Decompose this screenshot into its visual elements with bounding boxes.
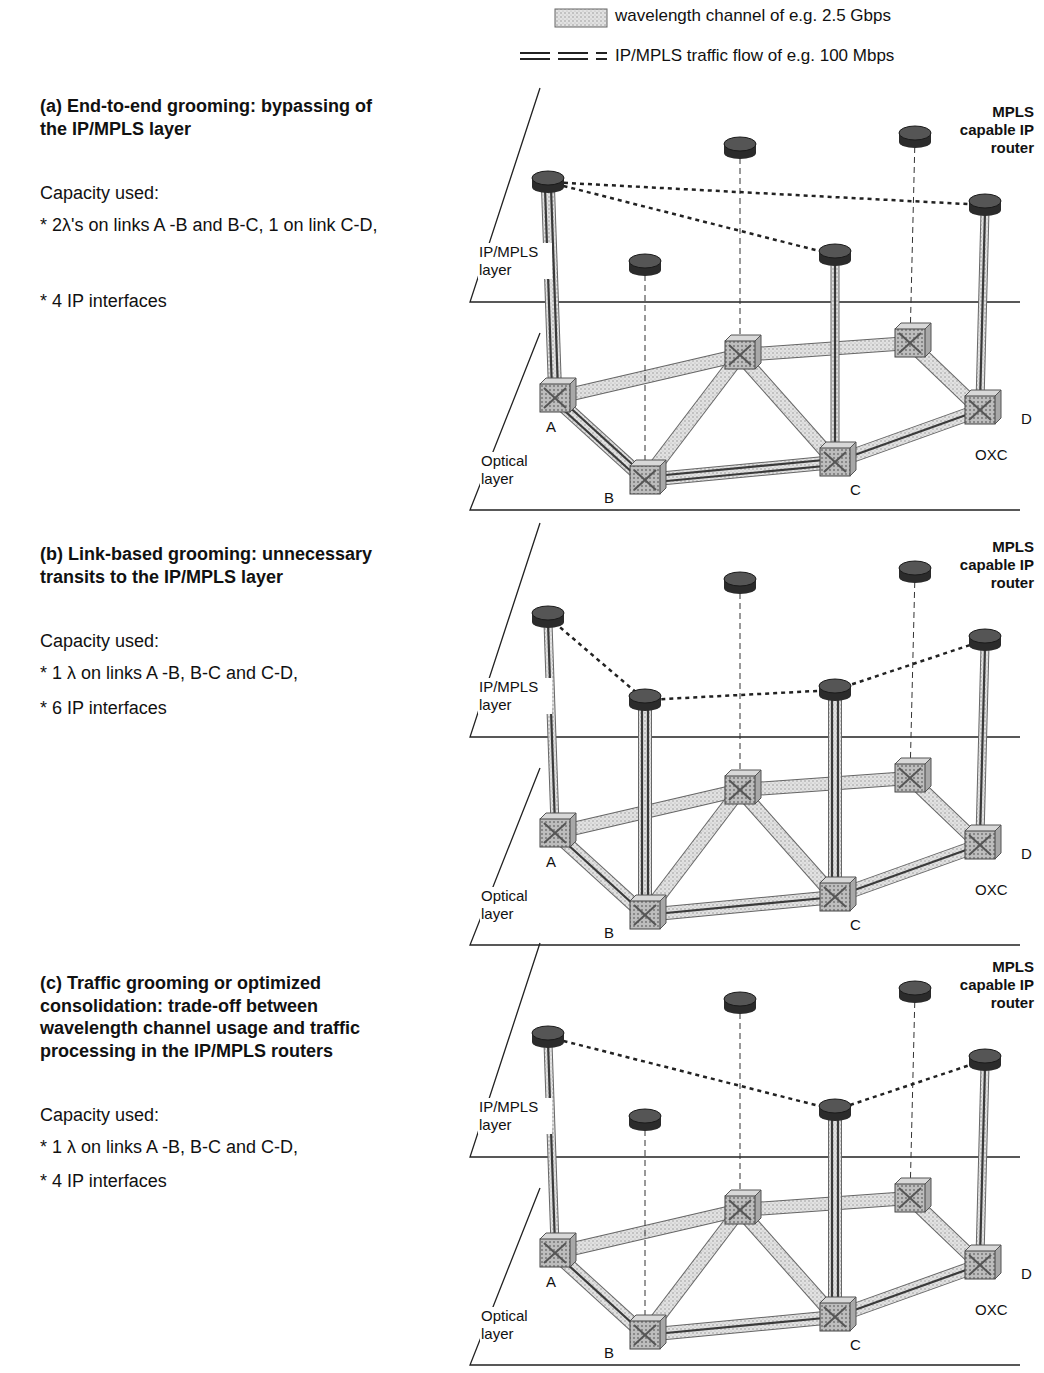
capacity-item: * 1 λ on links A -B, B-C and C-D, xyxy=(40,1136,390,1159)
traffic-sample xyxy=(520,52,607,54)
legend-samples xyxy=(520,9,607,59)
layer-label: IP/MPLS layer xyxy=(478,1098,552,1134)
node-letter: B xyxy=(603,489,615,507)
node-letter: D xyxy=(1020,845,1033,863)
panel-heading: (b) Link-based grooming: unnecessary tra… xyxy=(40,543,390,588)
legend-text: wavelength channel of e.g. 2.5 Gbps xyxy=(615,6,891,26)
node-letter: D xyxy=(1020,410,1033,428)
oxc-label: OXC xyxy=(974,446,1009,464)
node-letter: C xyxy=(849,481,862,499)
capacity-item: * 4 IP interfaces xyxy=(40,1170,390,1193)
layer-label: Optical layer xyxy=(480,887,546,923)
oxc-label: OXC xyxy=(974,881,1009,899)
capacity-item: * 1 λ on links A -B, B-C and C-D, xyxy=(40,662,390,685)
capacity-heading: Capacity used: xyxy=(40,182,390,205)
node-letter: C xyxy=(849,1336,862,1354)
layer-label: IP/MPLS layer xyxy=(478,678,552,714)
legend-text: IP/MPLS traffic flow of e.g. 100 Mbps xyxy=(615,46,894,66)
node-letter: A xyxy=(545,853,557,871)
node-letter: A xyxy=(545,418,557,436)
layer-label: Optical layer xyxy=(480,1307,546,1343)
capacity-item: * 6 IP interfaces xyxy=(40,697,390,720)
panel-heading: (c) Traffic grooming or optimized consol… xyxy=(40,972,390,1062)
wavelength-sample xyxy=(555,9,607,27)
node-letter: C xyxy=(849,916,862,934)
router-label: MPLS capable IP router xyxy=(933,103,1035,157)
capacity-heading: Capacity used: xyxy=(40,630,390,653)
traffic-sample xyxy=(520,58,607,60)
layer-label: Optical layer xyxy=(480,452,546,488)
router-label: MPLS capable IP router xyxy=(933,538,1035,592)
panel-heading: (a) End-to-end grooming: bypassing of th… xyxy=(40,95,390,140)
oxc-label: OXC xyxy=(974,1301,1009,1319)
node-letter: B xyxy=(603,1344,615,1362)
capacity-heading: Capacity used: xyxy=(40,1104,390,1127)
node-letter: A xyxy=(545,1273,557,1291)
router-label: MPLS capable IP router xyxy=(933,958,1035,1012)
layer-label: IP/MPLS layer xyxy=(478,243,552,279)
capacity-item: * 4 IP interfaces xyxy=(40,290,390,313)
capacity-item: * 2λ's on links A -B and B-C, 1 on link … xyxy=(40,214,390,237)
node-letter: D xyxy=(1020,1265,1033,1283)
node-letter: B xyxy=(603,924,615,942)
